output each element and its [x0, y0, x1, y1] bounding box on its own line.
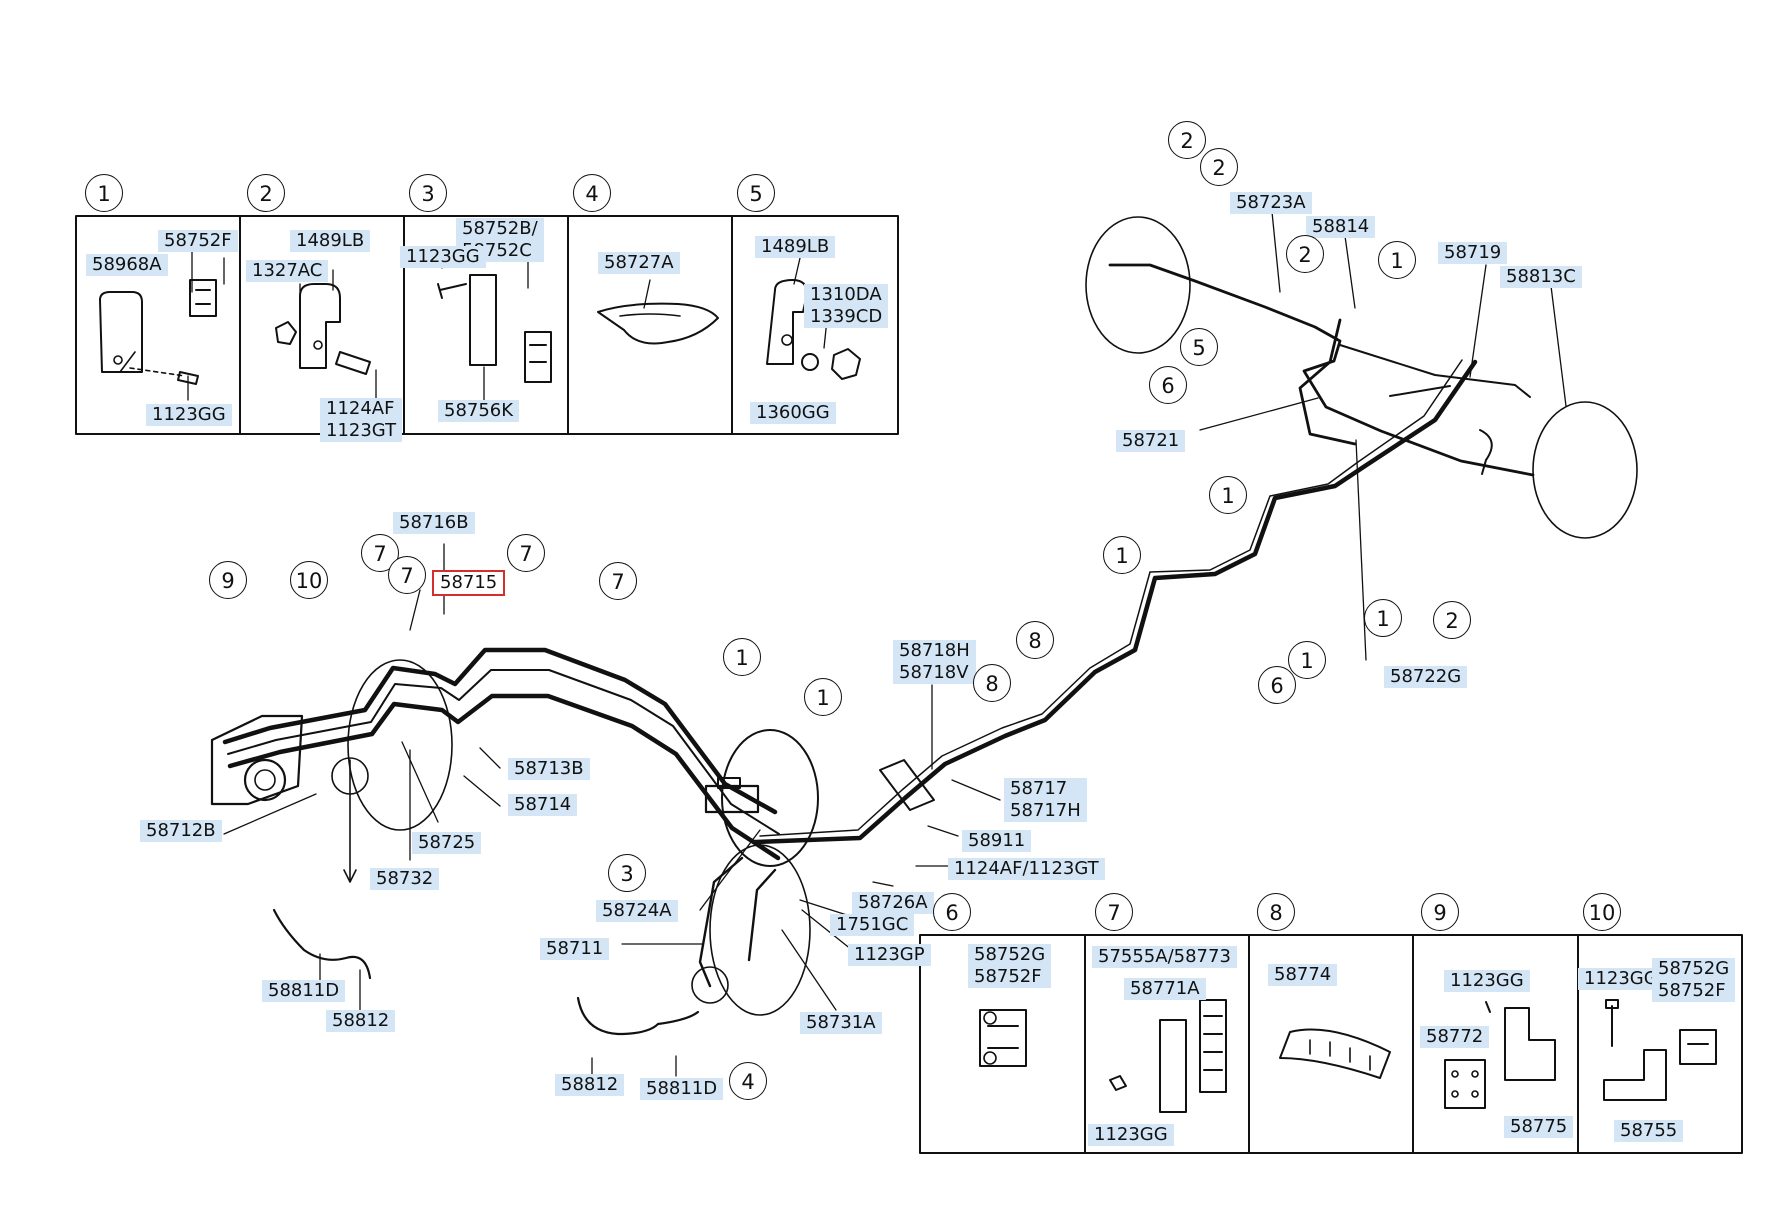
part-label[interactable]: 58774 — [1268, 964, 1338, 986]
part-label[interactable]: 58752G 58752F — [968, 944, 1052, 988]
part-label-selected[interactable]: 58715 — [431, 570, 506, 596]
part-label[interactable]: 58812 — [326, 1010, 396, 1032]
callout-circle: 1 — [1103, 536, 1141, 574]
callout-circle: 7 — [388, 556, 426, 594]
callout-circle: 7 — [507, 534, 545, 572]
detail-panel-bottom — [919, 934, 1743, 1154]
part-label[interactable]: 1310DA 1339CD — [804, 284, 889, 328]
part-label[interactable]: 1489LB — [755, 236, 836, 258]
part-label[interactable]: 58732 — [370, 868, 440, 890]
part-label[interactable]: 58756K — [438, 400, 520, 422]
part-label[interactable]: 1327AC — [246, 260, 329, 282]
part-label[interactable]: 1123GP — [848, 944, 931, 966]
leader-lines — [187, 211, 1567, 1077]
part-label[interactable]: 58752F — [158, 230, 238, 252]
callout-circle: 1 — [804, 678, 842, 716]
part-label[interactable]: 1123GG — [1444, 970, 1530, 992]
callout-circle: 2 — [1433, 601, 1471, 639]
part-label[interactable]: 58772 — [1420, 1026, 1490, 1048]
part-label[interactable]: 58811D — [640, 1078, 724, 1100]
part-label[interactable]: 58718H 58718V — [893, 640, 976, 684]
part-label[interactable]: 58727A — [598, 252, 680, 274]
callout-circle: 8 — [973, 664, 1011, 702]
callout-circle: 7 — [599, 562, 637, 600]
callout-circle: 10 — [1583, 893, 1621, 931]
part-label[interactable]: 58911 — [962, 830, 1032, 852]
part-label[interactable]: 58725 — [412, 832, 482, 854]
part-label[interactable]: 58814 — [1306, 216, 1376, 238]
part-label[interactable]: 1751GC — [830, 914, 915, 936]
detail-panel-top — [75, 215, 899, 435]
callout-circle: 6 — [933, 893, 971, 931]
part-label[interactable]: 1123GG — [146, 404, 232, 426]
callout-circle: 1 — [85, 174, 123, 212]
callout-circle: 1 — [723, 638, 761, 676]
callout-circle: 2 — [247, 174, 285, 212]
part-label[interactable]: 58726A — [852, 892, 934, 914]
part-label[interactable]: 1123GG — [1088, 1124, 1174, 1146]
part-label[interactable]: 58724A — [596, 900, 678, 922]
callout-circle: 6 — [1258, 666, 1296, 704]
callout-circle: 2 — [1168, 121, 1206, 159]
part-label[interactable]: 58752G 58752F — [1652, 958, 1736, 1002]
part-label[interactable]: 58771A — [1124, 978, 1206, 1000]
callout-circle: 5 — [737, 174, 775, 212]
part-label[interactable]: 58813C — [1500, 266, 1582, 288]
part-label[interactable]: 58716B — [393, 512, 475, 534]
callout-circle: 2 — [1200, 148, 1238, 186]
part-label[interactable]: 58723A — [1230, 192, 1312, 214]
part-label[interactable]: 58721 — [1116, 430, 1186, 452]
callout-circle: 6 — [1149, 366, 1187, 404]
part-label[interactable]: 1123GG — [400, 246, 486, 268]
callout-circle: 3 — [409, 174, 447, 212]
callout-circle: 9 — [1421, 893, 1459, 931]
callout-circle: 9 — [209, 561, 247, 599]
part-label[interactable]: 58731A — [800, 1012, 882, 1034]
callout-circle: 1 — [1378, 241, 1416, 279]
callout-circle: 7 — [361, 534, 399, 572]
part-label[interactable]: 57555A/58773 — [1092, 946, 1237, 968]
callout-circle: 5 — [1180, 328, 1218, 366]
callout-circle: 1 — [1364, 599, 1402, 637]
callout-circle: 3 — [608, 854, 646, 892]
callout-circle: 8 — [1257, 893, 1295, 931]
part-label[interactable]: 58719 — [1438, 242, 1508, 264]
part-label[interactable]: 1123GG — [1578, 968, 1664, 990]
brake-line-assembly — [210, 216, 1638, 1036]
part-label[interactable]: 1360GG — [750, 402, 836, 424]
part-label[interactable]: 58968A — [86, 254, 168, 276]
part-label[interactable]: 58811D — [262, 980, 346, 1002]
callout-circle: 8 — [1016, 621, 1054, 659]
callout-circle: 7 — [1095, 893, 1133, 931]
callout-circle: 4 — [729, 1062, 767, 1100]
part-label[interactable]: 58713B — [508, 758, 590, 780]
part-label[interactable]: 58722G — [1384, 666, 1468, 688]
callout-circle: 2 — [1286, 235, 1324, 273]
part-label[interactable]: 1124AF 1123GT — [320, 398, 403, 442]
callout-circle: 4 — [573, 174, 611, 212]
part-label[interactable]: 58717 58717H — [1004, 778, 1087, 822]
part-label[interactable]: 1489LB — [290, 230, 371, 252]
part-label[interactable]: 58714 — [508, 794, 578, 816]
part-label[interactable]: 58712B — [140, 820, 222, 842]
callout-circle: 1 — [1288, 641, 1326, 679]
part-label[interactable]: 58755 — [1614, 1120, 1684, 1142]
callout-circle: 1 — [1209, 476, 1247, 514]
part-label[interactable]: 1124AF/1123GT — [948, 858, 1105, 880]
part-label[interactable]: 58711 — [540, 938, 610, 960]
part-label[interactable]: 58775 — [1504, 1116, 1574, 1138]
callout-circle: 10 — [290, 561, 328, 599]
part-label[interactable]: 58812 — [555, 1074, 625, 1096]
